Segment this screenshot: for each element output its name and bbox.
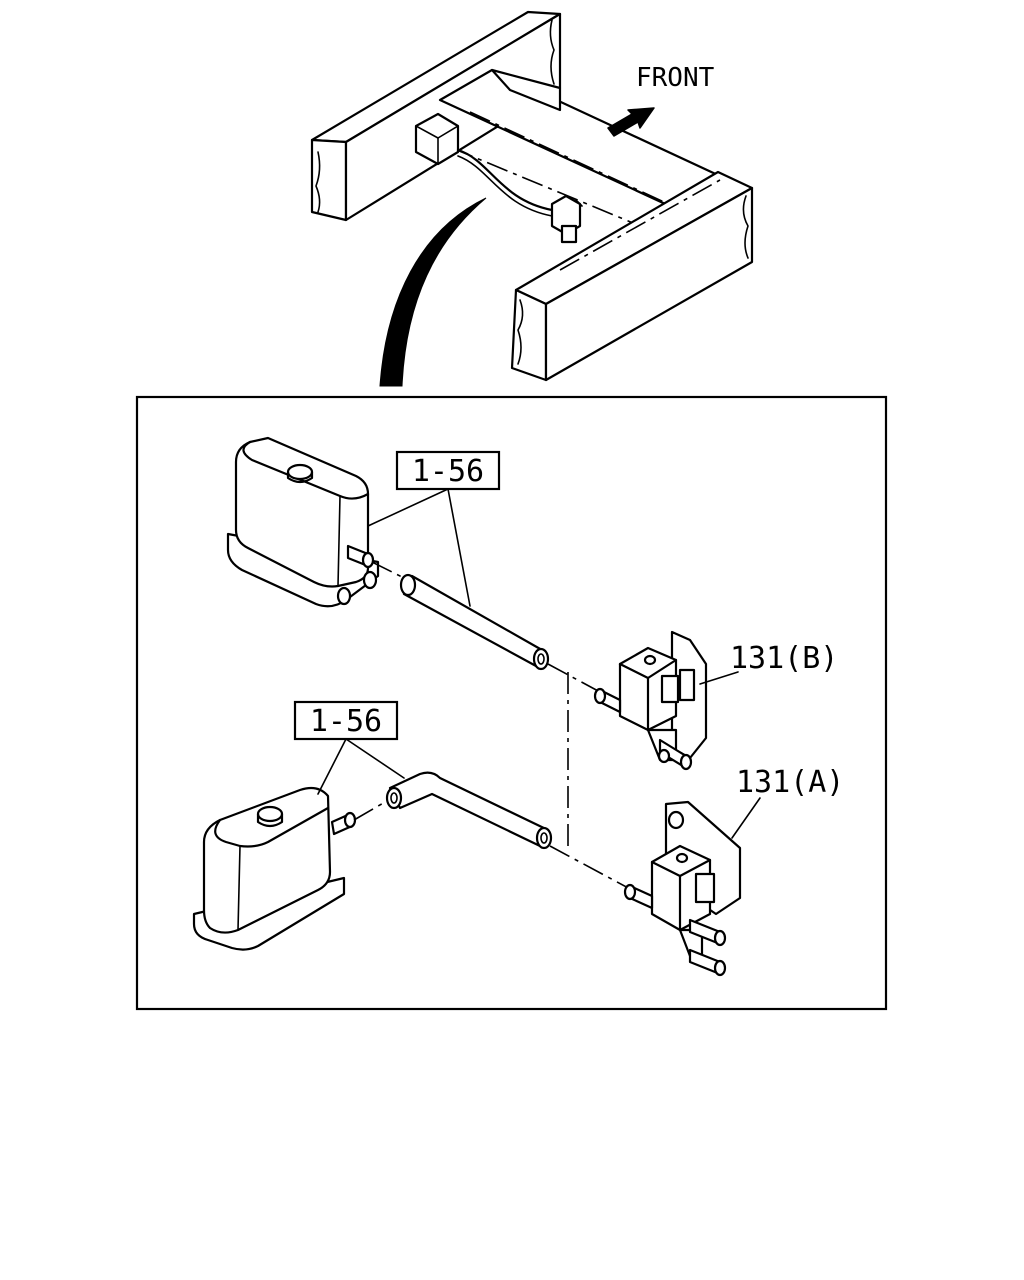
callout-label-hose-upper: 1-56 — [412, 454, 484, 489]
callout-label-valve-lower: 131(A) — [736, 765, 844, 800]
valve-upper — [593, 630, 708, 771]
valve-lower — [623, 800, 742, 977]
front-direction-indicator: FRONT — [607, 63, 715, 137]
callout-hose-upper: 1-56 — [367, 450, 501, 607]
detail-pointer-arrow — [379, 197, 487, 387]
frame-rail-right — [510, 170, 754, 382]
front-arrow-icon — [607, 107, 655, 137]
callout-valve-lower: 131(A) — [731, 765, 844, 839]
chassis-frame-overview — [310, 10, 754, 387]
air-tank-lower — [192, 786, 357, 951]
callout-label-valve-upper: 131(B) — [730, 641, 838, 676]
callout-valve-upper: 131(B) — [699, 641, 838, 685]
hose-upper — [371, 561, 601, 693]
frame-rail-left — [310, 10, 562, 222]
valve-on-frame — [550, 194, 583, 244]
callout-hose-lower: 1-56 — [293, 700, 405, 795]
hose-lower — [353, 771, 633, 891]
callout-label-hose-lower: 1-56 — [310, 704, 382, 739]
front-label: FRONT — [636, 63, 715, 93]
air-tank-on-frame — [414, 112, 554, 217]
detail-frame — [135, 395, 888, 1011]
air-tank-upper — [226, 436, 380, 608]
